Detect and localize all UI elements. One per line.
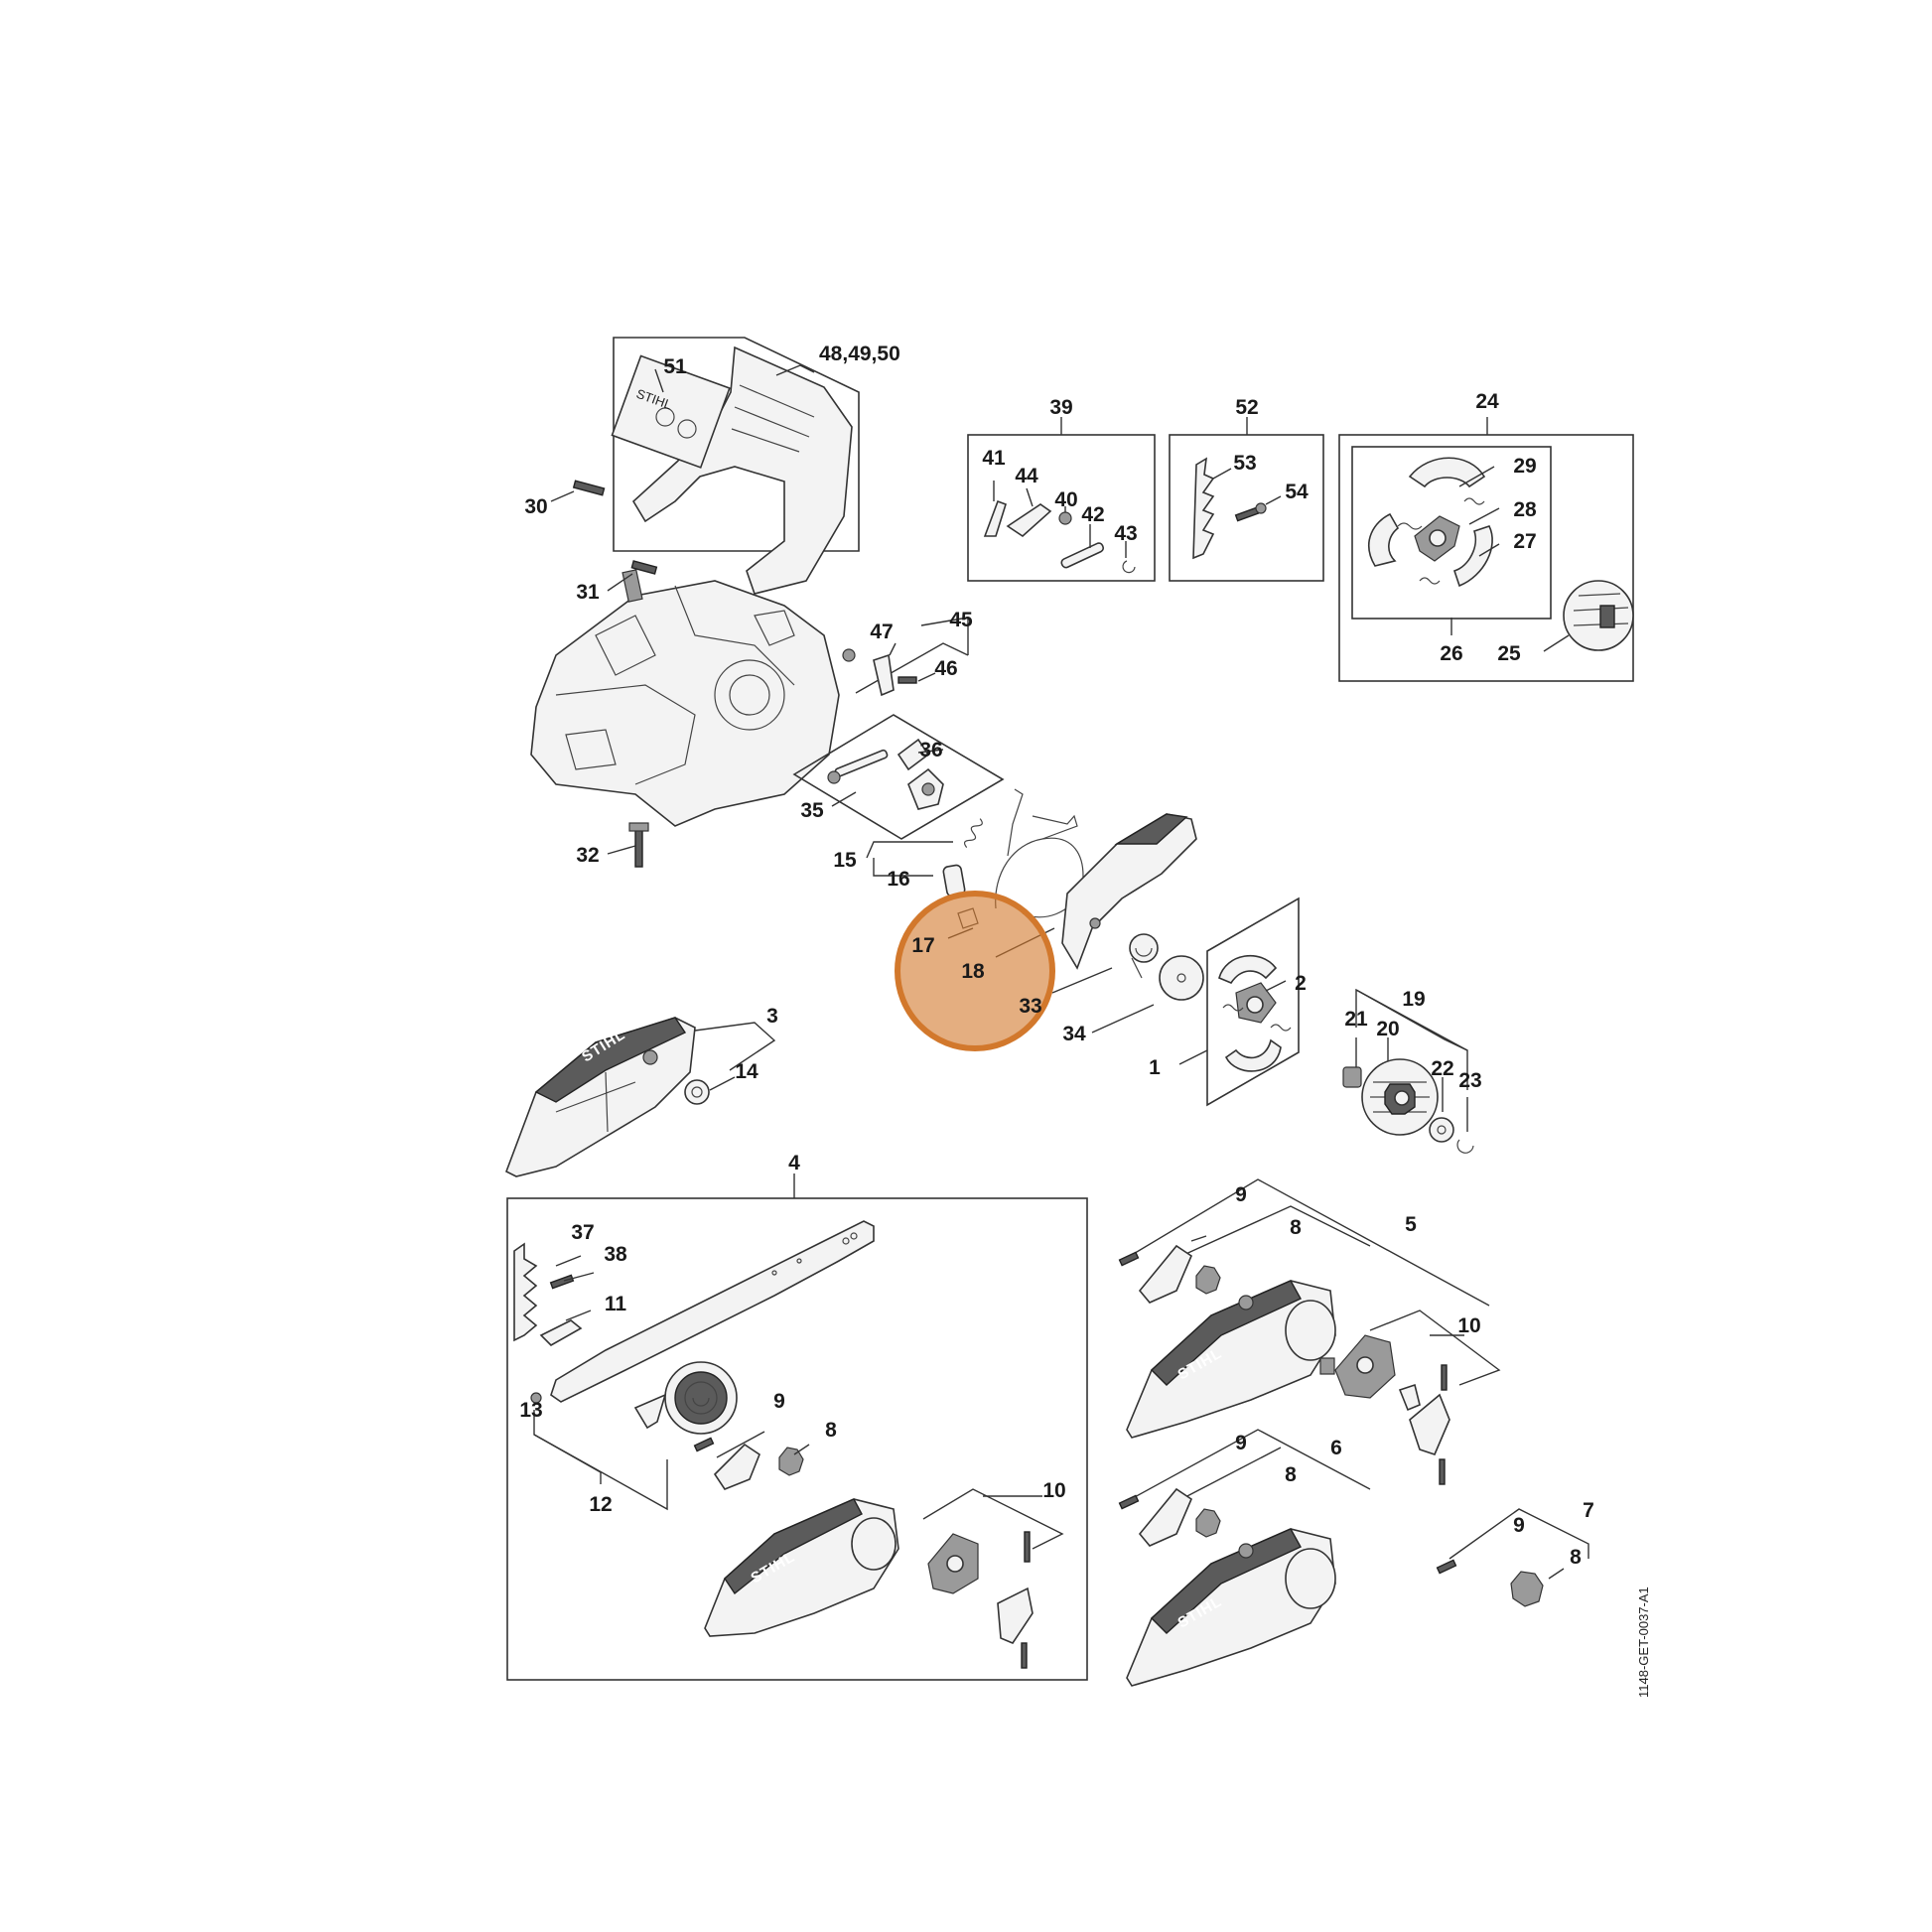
- label-9-bar: 9: [773, 1390, 785, 1413]
- label-23: 23: [1458, 1069, 1481, 1092]
- sprocket-group: [1342, 988, 1474, 1154]
- label-52: 52: [1235, 396, 1258, 419]
- label-14: 14: [735, 1060, 759, 1083]
- label-3: 3: [766, 1005, 778, 1028]
- label-9-group7: 9: [1513, 1514, 1525, 1537]
- label-11: 11: [605, 1293, 627, 1315]
- chain-cover-6: STIHL: [1118, 1429, 1371, 1687]
- clutch-drum[interactable]: [1563, 580, 1634, 651]
- bumper-spike-37[interactable]: [513, 1242, 538, 1342]
- label-1: 1: [1149, 1056, 1161, 1079]
- label-16: 16: [887, 868, 909, 891]
- brake-band-group: [866, 788, 1204, 1034]
- label-43: 43: [1114, 522, 1137, 545]
- label-12: 12: [589, 1493, 612, 1516]
- callout-labels: 51 48,49,50 30 31 32 39 41 44 40 42 43 5…: [519, 343, 1594, 1569]
- box-52: [1169, 417, 1324, 582]
- brake-lever-group: [842, 617, 969, 697]
- label-29: 29: [1513, 455, 1536, 478]
- box-35: [792, 714, 1005, 840]
- clutch-shoe-top[interactable]: [1408, 457, 1486, 488]
- label-10-cover5: 10: [1457, 1314, 1480, 1337]
- label-37: 37: [571, 1221, 594, 1244]
- highlight-marker: [895, 891, 1055, 1051]
- label-46: 46: [934, 657, 957, 680]
- label-32: 32: [576, 844, 599, 867]
- lever-assembly[interactable]: [1006, 503, 1052, 538]
- label-48-49-50: 48,49,50: [819, 343, 900, 365]
- box-24: [1338, 417, 1634, 682]
- label-24: 24: [1475, 390, 1499, 413]
- label-35: 35: [800, 799, 824, 822]
- clutch-shoe-right[interactable]: [1452, 525, 1493, 588]
- label-26: 26: [1440, 642, 1462, 665]
- label-10-bar: 10: [1042, 1479, 1065, 1502]
- label-40: 40: [1054, 488, 1077, 511]
- label-4: 4: [788, 1152, 800, 1174]
- label-53: 53: [1233, 452, 1256, 475]
- spring-33[interactable]: [1129, 933, 1159, 963]
- label-8-cover5: 8: [1290, 1216, 1302, 1239]
- label-45: 45: [949, 609, 973, 631]
- label-39: 39: [1049, 396, 1072, 419]
- label-36: 36: [919, 739, 942, 761]
- label-15: 15: [833, 849, 857, 872]
- guide-bar[interactable]: [550, 1220, 875, 1403]
- label-47: 47: [870, 621, 893, 643]
- label-34: 34: [1062, 1023, 1086, 1045]
- label-9-cover5: 9: [1235, 1183, 1247, 1206]
- label-8-cover6: 8: [1285, 1463, 1297, 1486]
- label-51: 51: [663, 355, 687, 378]
- label-18: 18: [961, 960, 985, 983]
- hand-guard-group: STIHL: [550, 337, 860, 595]
- label-19: 19: [1402, 988, 1425, 1011]
- label-25: 25: [1497, 642, 1521, 665]
- nut-group-7: [1436, 1508, 1589, 1607]
- washer-34[interactable]: [1159, 955, 1204, 1001]
- label-41: 41: [982, 447, 1006, 470]
- label-8-group7: 8: [1570, 1546, 1582, 1569]
- nut-8[interactable]: [778, 1447, 804, 1476]
- label-38: 38: [604, 1243, 627, 1266]
- label-42: 42: [1081, 503, 1104, 526]
- label-17: 17: [911, 934, 934, 957]
- label-20: 20: [1376, 1018, 1399, 1040]
- label-54: 54: [1285, 481, 1309, 503]
- nut-14[interactable]: [684, 1079, 710, 1105]
- label-6: 6: [1330, 1437, 1342, 1459]
- label-22: 22: [1431, 1057, 1453, 1080]
- engine-housing: [530, 560, 840, 868]
- bumper-spike[interactable]: [1192, 457, 1215, 560]
- label-9-cover6: 9: [1235, 1432, 1247, 1454]
- label-30: 30: [524, 495, 547, 518]
- label-5: 5: [1405, 1213, 1417, 1236]
- label-31: 31: [576, 581, 600, 604]
- label-13: 13: [519, 1399, 542, 1422]
- sprocket-cover-3: STIHL: [504, 1017, 776, 1177]
- clutch-group: [1178, 897, 1300, 1107]
- label-28: 28: [1513, 498, 1537, 521]
- label-7: 7: [1583, 1499, 1594, 1522]
- lever-part-47[interactable]: [873, 653, 895, 697]
- clutch-shoe-left[interactable]: [1368, 512, 1400, 567]
- box-39: [967, 417, 1156, 582]
- label-27: 27: [1513, 530, 1536, 553]
- label-8-bar: 8: [825, 1419, 837, 1442]
- box-4: STIHL: [506, 1173, 1088, 1681]
- brake-band[interactable]: [995, 837, 1084, 918]
- warning-label-decal[interactable]: [611, 354, 731, 469]
- document-code: 1148-GET-0037-A1: [1636, 1587, 1651, 1698]
- label-2: 2: [1295, 972, 1307, 995]
- label-44: 44: [1015, 465, 1038, 487]
- chain-cover-5: STIHL: [1118, 1178, 1501, 1485]
- label-33: 33: [1019, 995, 1041, 1018]
- lever-part[interactable]: [983, 499, 1007, 537]
- nut-8-b[interactable]: [1510, 1571, 1544, 1607]
- label-21: 21: [1344, 1008, 1368, 1031]
